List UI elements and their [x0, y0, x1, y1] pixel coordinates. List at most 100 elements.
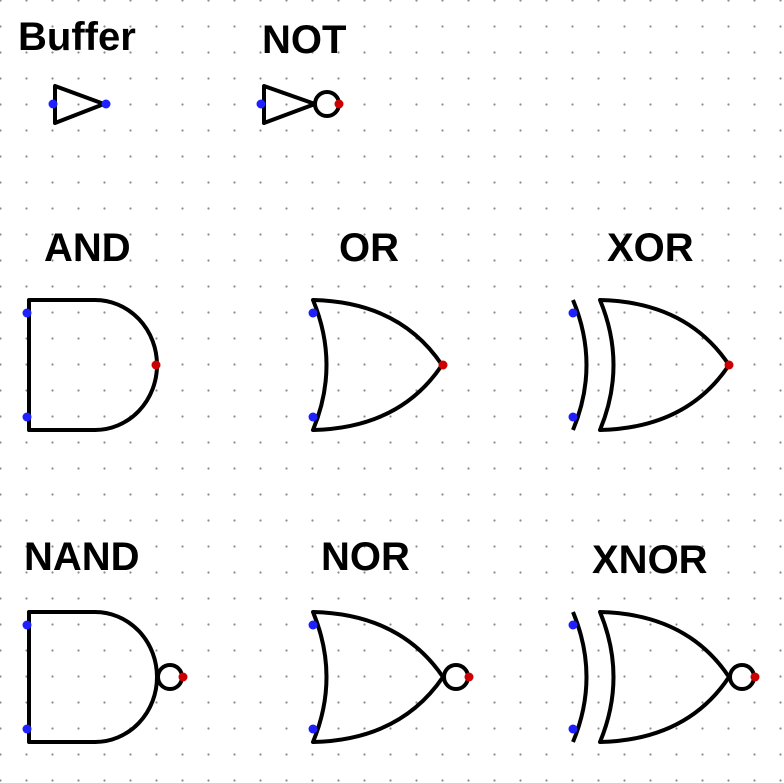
grid-dot: [285, 155, 288, 158]
grid-dot: [51, 597, 54, 600]
grid-dot: [155, 415, 158, 418]
grid-dot: [129, 467, 132, 470]
grid-dot: [51, 233, 54, 236]
grid-dot: [701, 259, 704, 262]
grid-dot: [649, 155, 652, 158]
grid-dot: [155, 233, 158, 236]
grid-dot: [519, 441, 522, 444]
grid-dot: [545, 363, 548, 366]
grid-dot: [675, 779, 678, 782]
grid-dot: [571, 233, 574, 236]
grid-dot: [51, 259, 54, 262]
grid-dot: [207, 389, 210, 392]
and-body: [27, 298, 159, 432]
grid-dot: [441, 25, 444, 28]
grid-dot: [441, 623, 444, 626]
grid-dot: [337, 623, 340, 626]
grid-dot: [441, 207, 444, 210]
grid-dot: [311, 753, 314, 756]
grid-dot: [623, 545, 626, 548]
nor-input-pin-b: [308, 724, 318, 734]
grid-dot: [727, 571, 730, 574]
grid-dot: [675, 51, 678, 54]
grid-dot: [545, 545, 548, 548]
grid-dot: [623, 779, 626, 782]
grid-dot: [571, 207, 574, 210]
grid-dot: [51, 753, 54, 756]
grid-dot: [519, 415, 522, 418]
grid-dot: [129, 285, 132, 288]
grid-dot: [25, 441, 28, 444]
grid-dot: [441, 441, 444, 444]
grid-dot: [181, 649, 184, 652]
grid-dot: [675, 77, 678, 80]
nand-bubble: [156, 663, 184, 691]
grid-dot: [675, 363, 678, 366]
grid-dot: [389, 77, 392, 80]
grid-dot: [285, 103, 288, 106]
grid-dot: [259, 389, 262, 392]
grid-dot: [103, 337, 106, 340]
grid-dot: [727, 753, 730, 756]
grid-dot: [77, 77, 80, 80]
grid-dot: [103, 623, 106, 626]
grid-dot: [233, 233, 236, 236]
grid-dot: [51, 545, 54, 548]
grid-dot: [155, 103, 158, 106]
grid-dot: [519, 675, 522, 678]
grid-dot: [597, 181, 600, 184]
grid-dot: [207, 51, 210, 54]
grid-dot: [207, 727, 210, 730]
grid-dot: [493, 129, 496, 132]
grid-dot: [649, 415, 652, 418]
grid-dot: [233, 597, 236, 600]
grid-dot: [519, 753, 522, 756]
grid-dot: [77, 389, 80, 392]
grid-dot: [441, 571, 444, 574]
grid-dot: [415, 103, 418, 106]
grid-dot: [467, 389, 470, 392]
or-input-pin-a: [308, 308, 318, 318]
grid-dot: [337, 727, 340, 730]
grid-dot: [779, 181, 782, 184]
grid-dot: [753, 389, 756, 392]
grid-dot: [753, 363, 756, 366]
grid-dot: [493, 0, 496, 2]
grid-dot: [597, 0, 600, 2]
grid-dot: [493, 259, 496, 262]
grid-dot: [259, 519, 262, 522]
grid-dot: [363, 25, 366, 28]
grid-dot: [0, 311, 2, 314]
grid-dot: [779, 753, 782, 756]
grid-dot: [779, 675, 782, 678]
grid-dot: [233, 779, 236, 782]
grid-dot: [467, 207, 470, 210]
grid-dot: [623, 25, 626, 28]
grid-dot: [753, 129, 756, 132]
grid-dot: [727, 233, 730, 236]
grid-dot: [597, 467, 600, 470]
grid-dot: [597, 779, 600, 782]
grid-dot: [467, 77, 470, 80]
grid-dot: [0, 753, 2, 756]
grid-dot: [623, 155, 626, 158]
grid-dot: [259, 0, 262, 2]
grid-dot: [259, 155, 262, 158]
grid-dot: [311, 285, 314, 288]
grid-dot: [155, 389, 158, 392]
grid-dot: [623, 363, 626, 366]
grid-dot: [259, 51, 262, 54]
grid-dot: [519, 181, 522, 184]
grid-dot: [701, 701, 704, 704]
grid-dot: [259, 597, 262, 600]
grid-dot: [545, 415, 548, 418]
grid-dot: [415, 675, 418, 678]
grid-dot: [337, 415, 340, 418]
grid-dot: [415, 311, 418, 314]
grid-dot: [753, 519, 756, 522]
grid-dot: [259, 181, 262, 184]
grid-dot: [311, 77, 314, 80]
grid-dot: [181, 441, 184, 444]
grid-dot: [727, 259, 730, 262]
grid-dot: [285, 285, 288, 288]
